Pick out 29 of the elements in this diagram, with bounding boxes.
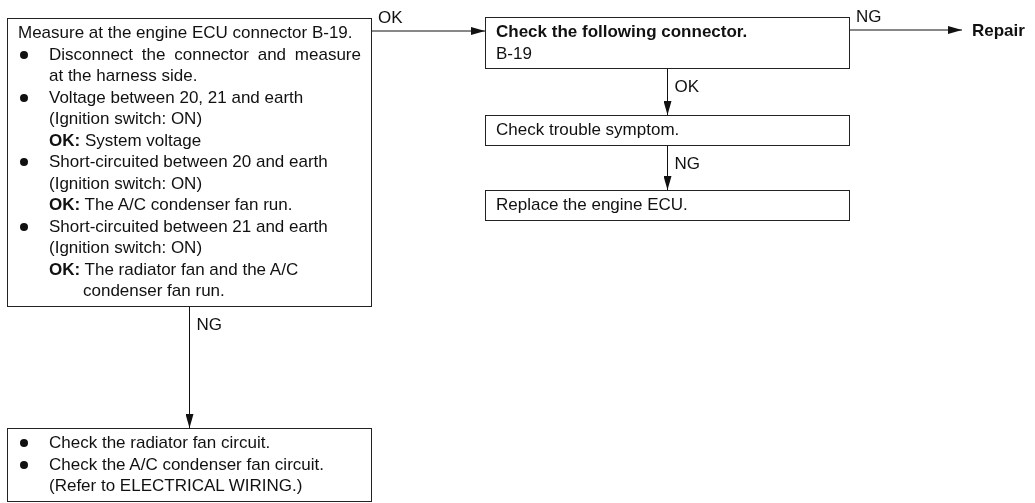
step-text: OK: The radiator fan and the A/C condenser fan run. (49, 259, 299, 300)
process-box (7, 18, 372, 307)
step-text: B-19 (496, 43, 532, 63)
step-text: Check the radiator fan circuit. (49, 433, 271, 452)
step-text: Short-circuited between 21 and earth (49, 216, 328, 236)
step-text: Check trouble symptom. (496, 120, 680, 139)
step-text: Voltage between 20, 21 and earth (49, 87, 304, 107)
step-text: Disconnect the connector and measure at the harness side. (49, 44, 361, 85)
step-text: Replace the engine ECU. (496, 195, 688, 214)
arrow (185, 306, 194, 429)
process-box (485, 190, 850, 221)
step-text: (Refer to ELECTRICAL WIRING.) (49, 476, 303, 495)
step-text: (Ignition switch: ON) (49, 109, 203, 128)
step-text: Measure at the engine ECU connector B-19. (18, 23, 353, 42)
step-text: (Ignition switch: ON) (49, 173, 203, 193)
step-text: Check the following connector. (496, 22, 748, 41)
process-box (485, 115, 850, 146)
arrow (371, 27, 486, 35)
step-text: (Ignition switch: ON) (49, 238, 203, 257)
result-text: Repair (972, 21, 1025, 40)
step-text: Check the A/C condenser fan circuit. (49, 454, 324, 474)
step-text: OK: System voltage (49, 130, 202, 150)
result-box (7, 428, 372, 502)
arrow (663, 145, 672, 191)
arrow (849, 26, 963, 34)
step-text: Short-circuited between 20 and earth (49, 152, 328, 171)
step-text: OK: The A/C condenser fan run. (49, 195, 293, 214)
arrow (663, 68, 672, 116)
process-box (485, 17, 850, 69)
